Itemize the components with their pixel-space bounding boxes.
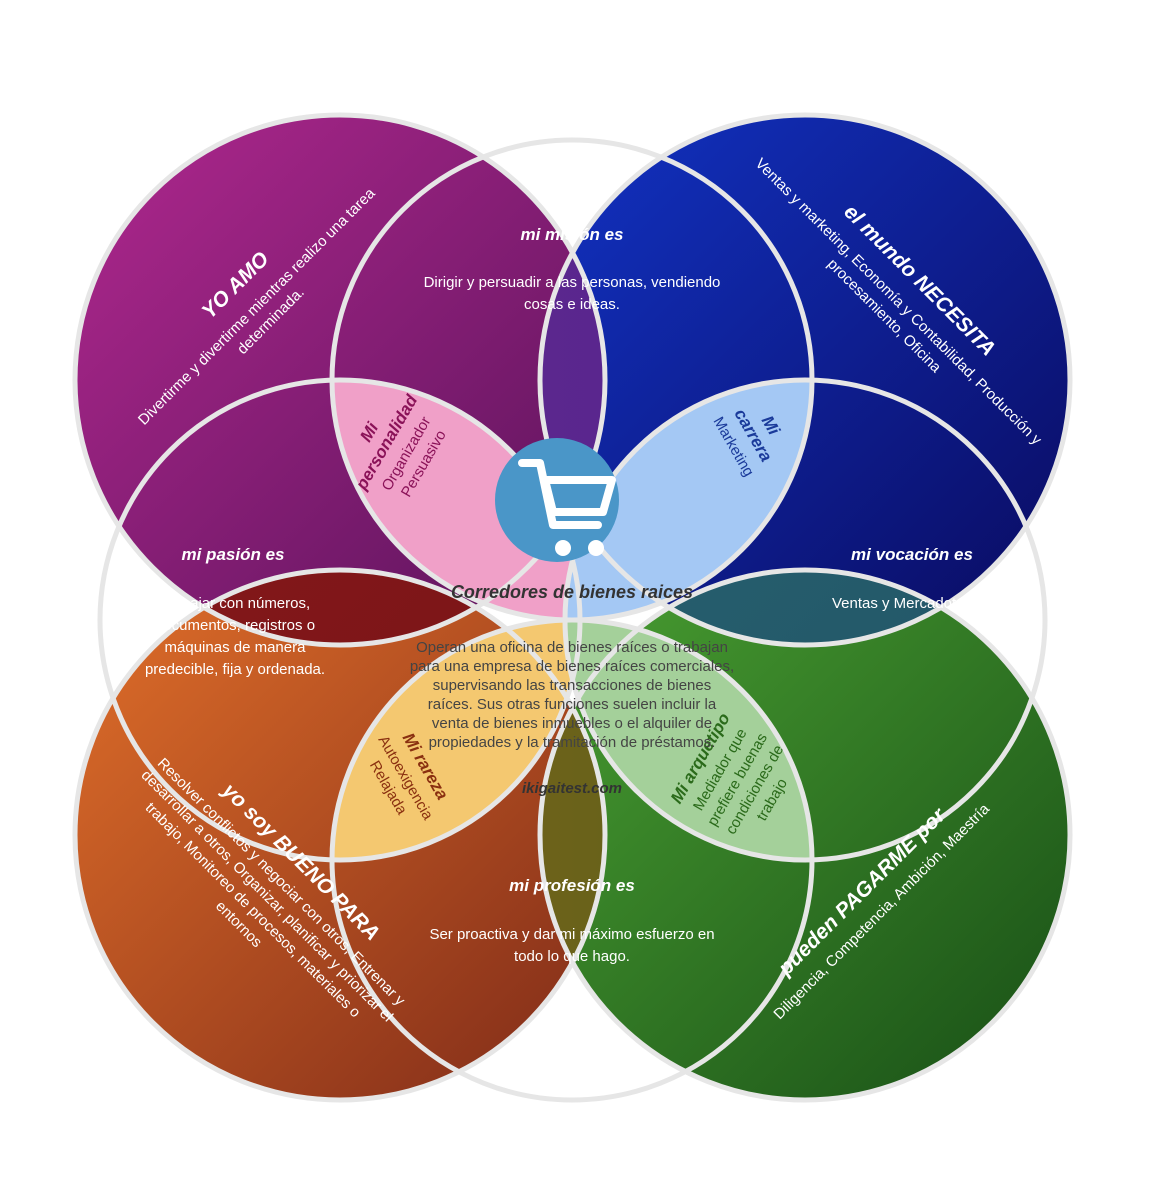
mission-title: mi misión es [521, 225, 624, 244]
passion-label: mi pasión es Trabajar con números, docum… [145, 545, 325, 678]
vocation-line-1: Ventas y Mercadotecnia [832, 595, 993, 612]
mission-line-2: cosas e ideas. [524, 296, 620, 313]
passion-title: mi pasión es [182, 545, 285, 564]
center-content: Corredores de bienes raices Operan una o… [410, 582, 734, 797]
center-line-3: supervisando las transacciones de bienes [433, 677, 712, 694]
profession-line-1: Ser proactiva y dar mi máximo esfuerzo e… [429, 926, 714, 943]
mission-label: mi misión es Dirigir y persuadir a las p… [424, 225, 721, 313]
website-label: ikigaitest.com [522, 780, 622, 797]
profession-title: mi profesión es [509, 876, 635, 895]
center-line-6: propiedades y la tramitación de préstamo… [429, 734, 716, 751]
mission-line-1: Dirigir y persuadir a las personas, vend… [424, 274, 721, 291]
shopping-cart-icon [495, 438, 619, 562]
passion-line-3: máquinas de manera [165, 639, 307, 656]
center-line-4: raíces. Sus otras funciones suelen inclu… [428, 696, 717, 713]
center-title: Corredores de bienes raices [451, 582, 693, 602]
center-line-5: venta de bienes inmuebles o el alquiler … [432, 715, 712, 732]
profession-label: mi profesión es Ser proactiva y dar mi m… [429, 876, 714, 965]
vocation-label: mi vocación es Ventas y Mercadotecnia [832, 545, 993, 612]
circle-outlines [72, 112, 1073, 1103]
profession-line-2: todo lo que hago. [514, 948, 630, 965]
passion-line-4: predecible, fija y ordenada. [145, 661, 325, 678]
passion-line-2: documentos, registros o [155, 617, 315, 634]
vocation-title: mi vocación es [851, 545, 973, 564]
passion-line-1: Trabajar con números, [160, 595, 310, 612]
center-line-2: para una empresa de bienes raíces comerc… [410, 658, 734, 675]
center-line-1: Operan una oficina de bienes raíces o tr… [416, 639, 728, 656]
